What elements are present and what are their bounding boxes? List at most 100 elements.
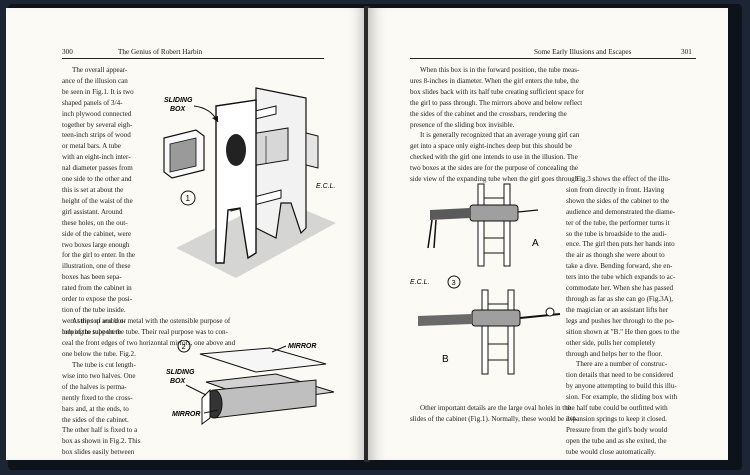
text-line: sion from directly in front. Having <box>566 185 665 194</box>
text-line: the sides of the cabinet. <box>62 415 129 424</box>
text-line: by anyone attempting to build this illu- <box>566 382 677 391</box>
text-line: these holes, on the out- <box>62 218 128 227</box>
fig1-label-box: BOX <box>170 106 187 113</box>
text-line: shaped panels of 3/4- <box>62 98 123 107</box>
text-line: tom of the tube there <box>62 327 122 336</box>
text-line: commodate her. When she has passed <box>566 284 674 293</box>
text-line: nal diameter passes from <box>62 164 133 173</box>
fig3-initials: E.C.L. <box>410 279 430 286</box>
text-line: inch plywood connected <box>62 109 132 118</box>
text-line: the sides of the cabinet and the crossba… <box>410 109 567 118</box>
text-line: tube would close automatically. <box>566 447 656 456</box>
text-line: bars and, at the ends, to <box>62 404 129 413</box>
text-line: helping to support the tube. Their real … <box>62 327 228 336</box>
text-line: for the girl to enter. In the <box>62 251 136 260</box>
text-line: wise into two halves. One <box>62 371 136 380</box>
text-line: be seen in Fig.1. It is two <box>62 87 134 96</box>
figure-2-mirrors: MIRROR 2 SLIDING BOX MIRROR <box>166 340 335 425</box>
text-line: expansion springs to keep it closed. <box>566 414 667 423</box>
fig2-label-mirror-top: MIRROR <box>288 343 316 350</box>
fig2-number: 2 <box>182 342 186 351</box>
text-line: tion of the tube inside. <box>62 305 126 314</box>
right-bottom-text: Other important details are the large ov… <box>410 403 696 425</box>
text-line: box as shown in Fig.2. This <box>62 437 141 446</box>
text-line: together by several eigh- <box>62 120 133 129</box>
text-line: shown the sides of the cabinet to the <box>566 196 670 205</box>
left-column2-text: The tube is cut length-wise into two hal… <box>62 360 166 460</box>
page-number-right: 301 <box>681 48 692 56</box>
text-line: ceal the front edges of two horizontal m… <box>62 338 236 347</box>
text-line: ence. The girl then puts her hands into <box>566 240 675 249</box>
figure-3-effect: A B 3 E.C.L. <box>410 183 561 375</box>
text-line: rated from the cabinet in <box>62 284 132 293</box>
text-line: this is set at about the <box>62 185 124 194</box>
header-rule-left <box>62 58 324 59</box>
figure-1-cabinet: SLIDING BOX 1 E.C.L. <box>163 87 336 278</box>
text-line: illustration, one of these <box>62 262 131 271</box>
text-line: two boxes large enough <box>62 240 130 249</box>
text-line: Other important details are the large ov… <box>420 404 571 412</box>
text-line: legs and pushes her through to the po- <box>566 316 675 325</box>
text-line: the half tube could be outfitted with <box>566 404 668 413</box>
right-top-text: When this box is in the forward position… <box>410 65 696 185</box>
fig1-number: 1 <box>186 194 191 203</box>
fig2-label-sliding: SLIDING <box>166 369 195 376</box>
text-line: through and helps her to the floor. <box>566 349 663 358</box>
text-line: the two mirrors. <box>62 458 166 460</box>
text-line: get into a space only eight-inches deep … <box>410 142 572 151</box>
text-line: two boxes at the sides are for the purpo… <box>410 164 579 173</box>
left-page: 300 The Genius of Robert Harbin The over… <box>6 8 367 460</box>
text-line: teen-inch strips of wood <box>62 131 131 140</box>
text-line: one side to the other and <box>62 175 132 184</box>
fig2-label-box: BOX <box>170 378 187 385</box>
fig3-number: 3 <box>452 278 456 287</box>
left-full-width-text: were strips of wood or metal with the os… <box>62 316 324 360</box>
text-line: girl assistant. Around <box>62 207 123 216</box>
left-column-text: The overall appear-ance of the illusion … <box>62 65 158 338</box>
text-line: presence of the sliding box invisible. <box>410 120 515 129</box>
page-number-left: 300 <box>62 48 73 56</box>
text-line: the air as though she were about to <box>566 251 665 260</box>
text-line: ance of the illusion can <box>62 76 128 85</box>
running-head-right: Some Early Illusions and Escapes <box>534 48 632 56</box>
right-column-text: Fig.3 shows the effect of the illu-sion … <box>566 174 696 458</box>
text-line: order to expose the posi- <box>62 295 133 304</box>
text-line: one below the tube. Fig.2. <box>62 349 136 358</box>
header-rule-right <box>410 58 696 59</box>
fig1-label-sliding: SLIDING <box>164 97 193 104</box>
text-line: boxes has been sepa- <box>62 273 122 282</box>
running-head-left: The Genius of Robert Harbin <box>118 48 203 56</box>
text-line: The other half is fixed to a <box>62 426 138 435</box>
text-line: ter of the tube, the performer turns it <box>566 218 670 227</box>
text-line: Pressure from the girl's body would <box>566 425 668 434</box>
text-line: side of the cabinet, were <box>62 229 132 238</box>
fig2-label-mirror-bottom: MIRROR <box>172 411 200 418</box>
text-line: When this box is in the forward position… <box>420 66 580 74</box>
book-gutter <box>364 6 370 462</box>
text-line: or metal bars. A tube <box>62 142 121 151</box>
text-line: ters into the tube which expands to ac- <box>566 273 676 282</box>
text-line: with an eight-inch inter- <box>62 153 131 162</box>
text-line: other side, pulls her completely <box>566 338 656 347</box>
text-line: box slides easily between <box>62 448 135 457</box>
text-line: sion. For example, the sliding box with <box>566 393 678 402</box>
text-line: height of the waist of the <box>62 196 133 205</box>
fig3-label-a: A <box>532 238 539 249</box>
text-line: side view of the expanding tube when the… <box>410 175 581 184</box>
fig3-label-b: B <box>442 354 449 365</box>
text-line: the girl to pass through. The mirrors ab… <box>410 98 583 107</box>
text-line: checked with the girl one intends to use… <box>410 153 578 162</box>
text-line: of the halves is perma- <box>62 382 127 391</box>
text-line: slides of the cabinet (Fig.1). Normally,… <box>410 414 578 423</box>
text-line: open the tube and as she exited, the <box>566 436 667 445</box>
text-line: There are a number of construc- <box>576 360 668 369</box>
text-line: The overall appear- <box>72 66 128 74</box>
text-line: sition shown at "B." He then goes to the <box>566 327 680 336</box>
fig1-initials: E.C.L. <box>316 183 336 190</box>
text-line: through as far as she can go (Fig.3A), <box>566 294 673 303</box>
text-line: nently fixed to the cross- <box>62 393 133 402</box>
text-line: were strips of wood or metal with the os… <box>62 317 231 325</box>
text-line: ures 8-inches in diameter. When the girl… <box>410 76 579 85</box>
text-line: tion details that need to be considered <box>566 371 674 380</box>
text-line: so the tube is broadside to the audi- <box>566 229 667 238</box>
